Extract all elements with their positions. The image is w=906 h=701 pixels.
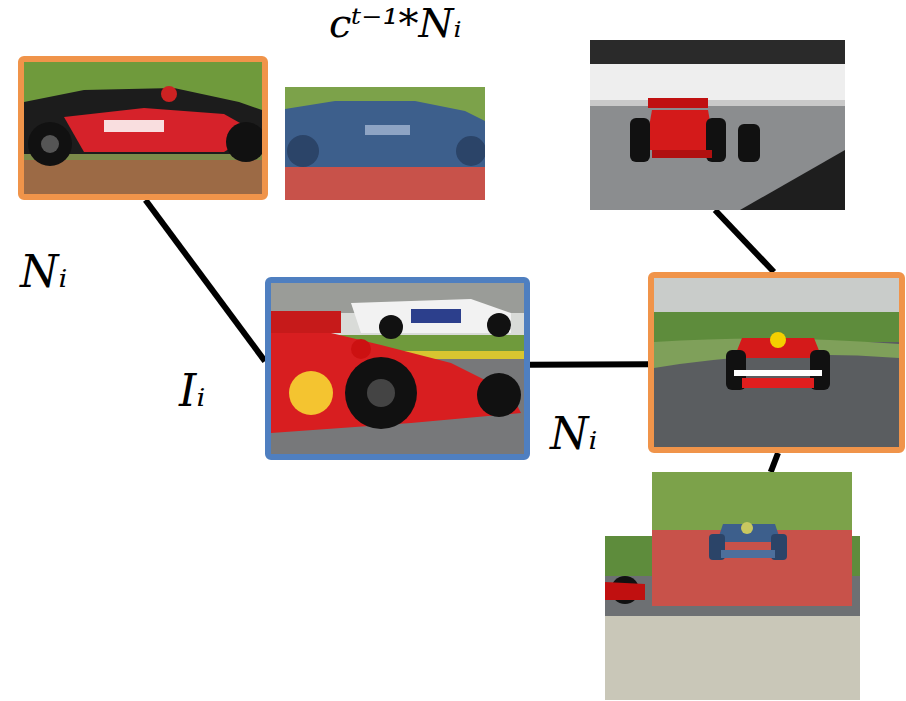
- graph-edge: [715, 210, 774, 272]
- segmentation-overlay: [285, 87, 485, 200]
- image-panel: [605, 472, 860, 700]
- race-car-photo: [271, 283, 524, 454]
- race-car-photo: [24, 62, 262, 194]
- image-frame: Iᵢ: [265, 277, 530, 460]
- edge-label: Nᵢ: [20, 250, 67, 294]
- math-label: cᵗ⁻¹*Nᵢ: [329, 3, 461, 43]
- image-panel: cᵗ⁻¹*Nᵢ: [285, 87, 485, 200]
- graph-edge: [146, 200, 266, 361]
- race-car-photo: [654, 278, 899, 447]
- image-panel: [590, 40, 845, 210]
- edge-label: Nᵢ: [550, 412, 597, 456]
- math-label: Iᵢ: [179, 369, 205, 413]
- image-frame: [18, 56, 268, 200]
- image-frame: [648, 272, 905, 453]
- race-car-photo: [590, 40, 845, 210]
- segmentation-overlay: [605, 472, 860, 700]
- graph-edge: [771, 453, 778, 472]
- graph-edge: [530, 364, 648, 366]
